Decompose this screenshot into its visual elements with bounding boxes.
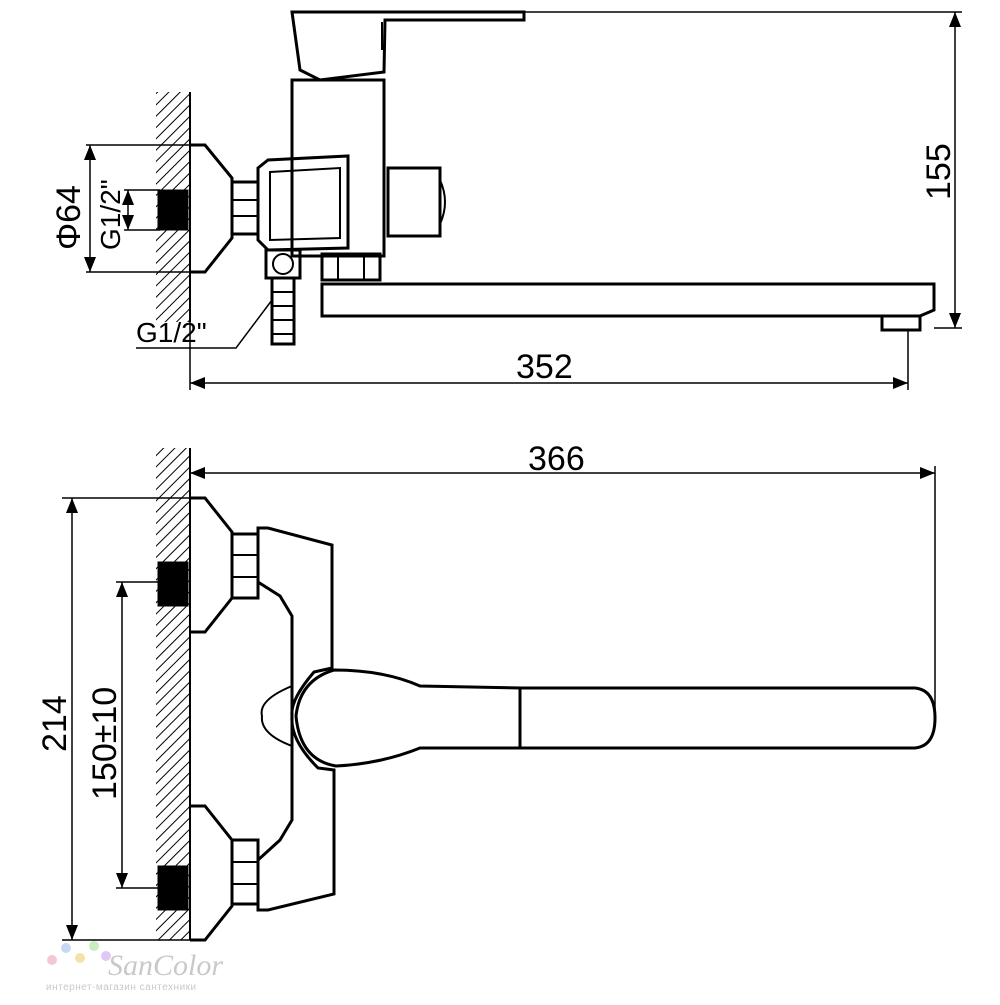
wall-thread-insert bbox=[157, 189, 189, 231]
flange-lower bbox=[190, 804, 234, 942]
wall-insert-lower bbox=[157, 865, 189, 911]
valve-body-top bbox=[256, 154, 350, 252]
wall-flange-top bbox=[190, 143, 234, 274]
hose-outlet bbox=[270, 276, 296, 346]
wall-insert-upper bbox=[157, 561, 189, 607]
dim-length-top-label: 352 bbox=[516, 348, 573, 386]
aerator-top bbox=[880, 314, 922, 332]
dim-thread-outlet-label: G1/2" bbox=[136, 317, 207, 348]
flange-upper bbox=[190, 496, 234, 634]
mixer-body-front bbox=[256, 526, 336, 912]
dim-height-top-label: 155 bbox=[920, 143, 958, 200]
dim-center-distance-label: 150±10 bbox=[86, 687, 124, 800]
watermark-dot-icon bbox=[47, 955, 57, 965]
watermark: SanColor интернет-магазин сантехники bbox=[46, 941, 223, 993]
lever-handle-top bbox=[290, 10, 526, 82]
nut-lower bbox=[230, 838, 260, 906]
diverter-knob bbox=[386, 166, 442, 238]
front-view: 366 214 150±10 bbox=[36, 440, 937, 942]
spout-front bbox=[518, 686, 937, 750]
nut-upper bbox=[230, 532, 260, 600]
bottom-nut-right bbox=[320, 252, 382, 282]
dim-length-front-label: 366 bbox=[528, 440, 585, 478]
lever-hub-front bbox=[294, 668, 522, 768]
dim-height-front-label: 214 bbox=[36, 695, 74, 752]
top-view: Φ64 G1/2" G1/2" 155 352 bbox=[50, 10, 962, 390]
watermark-subtitle: интернет-магазин сантехники bbox=[46, 982, 197, 993]
dim-thread-wall-label: G1/2" bbox=[95, 179, 126, 250]
dim-diameter-label: Φ64 bbox=[50, 185, 88, 250]
spout-top bbox=[320, 282, 936, 318]
wall-hatch-front bbox=[156, 448, 190, 940]
connector-nut-top bbox=[230, 180, 260, 236]
watermark-brand: SanColor bbox=[108, 949, 223, 982]
